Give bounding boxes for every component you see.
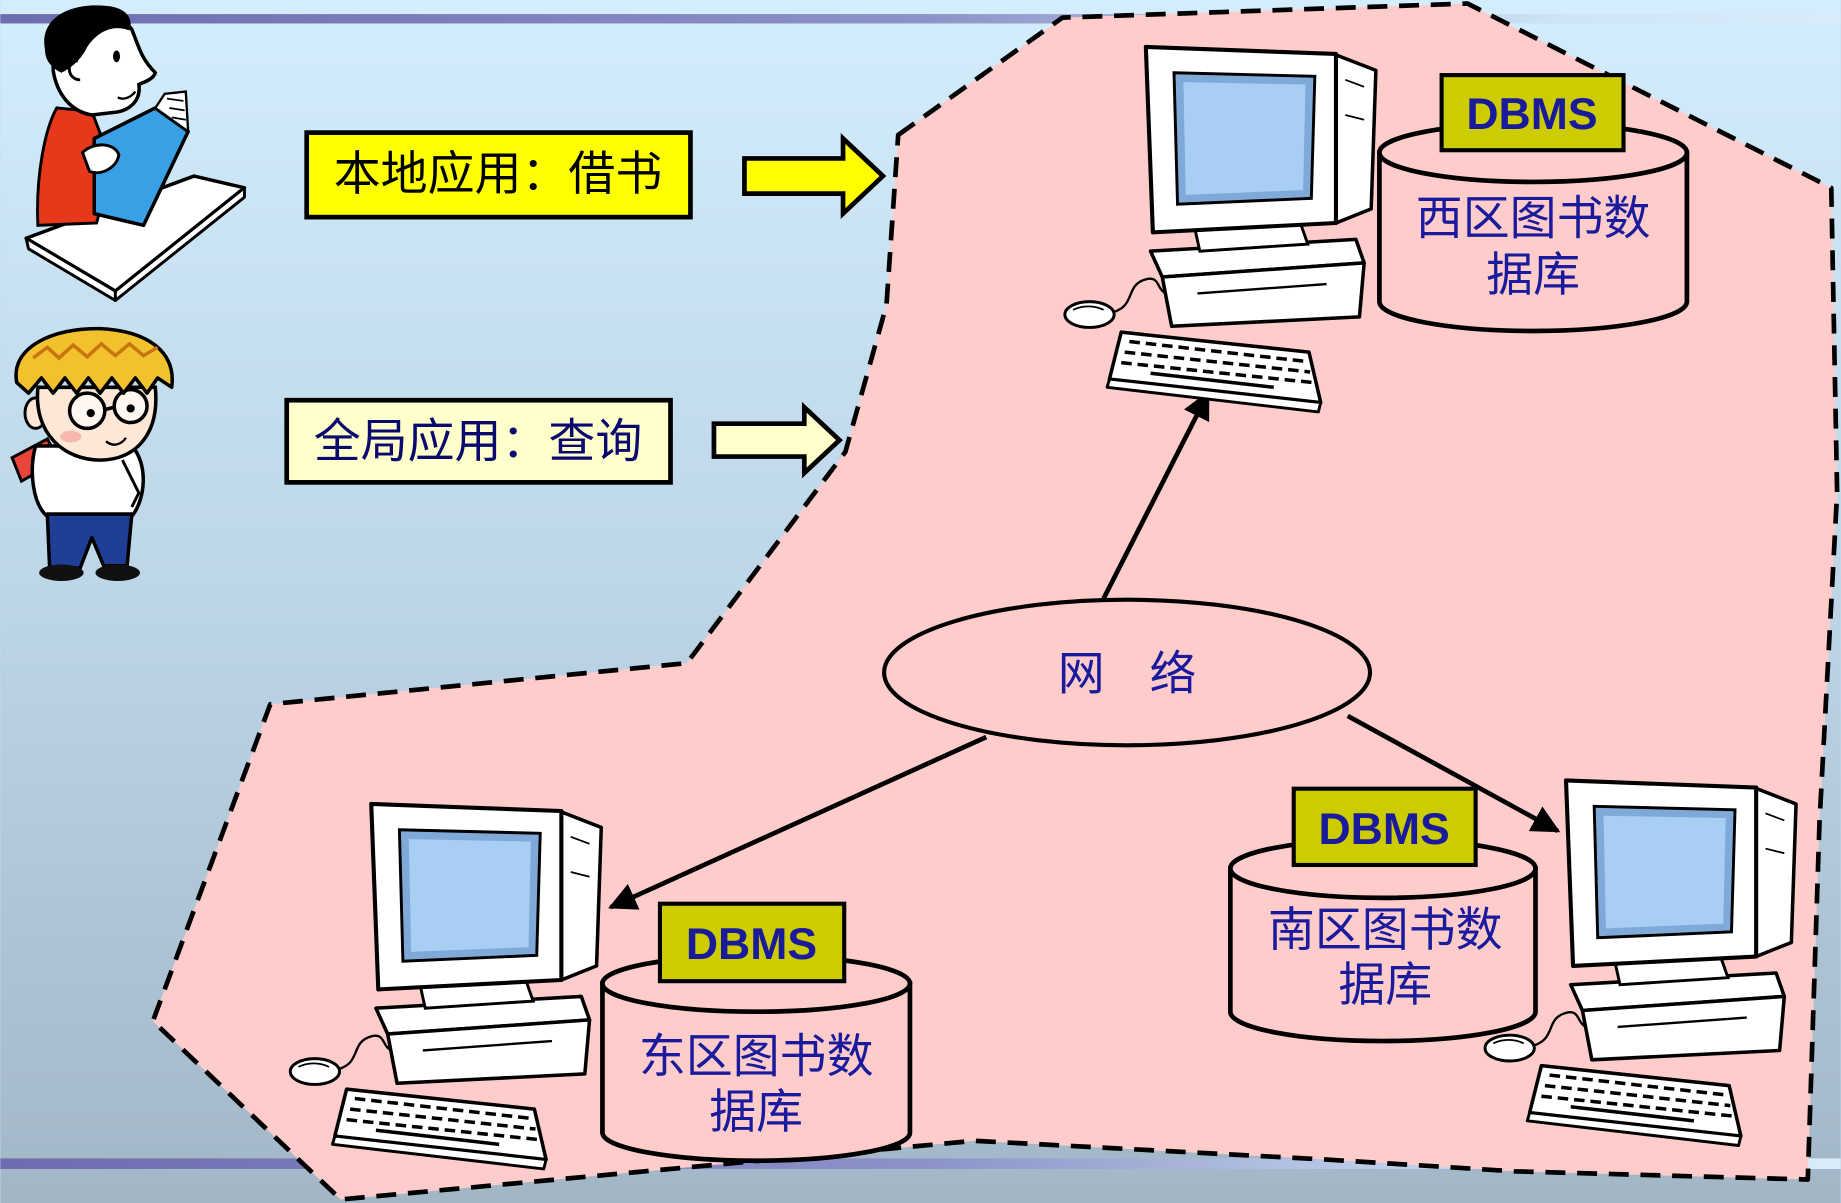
db-cylinder-body [1377, 150, 1690, 334]
db-cylinder-body [600, 981, 913, 1164]
site-east: 东区图书数 据库 DBMS [290, 804, 913, 1169]
dbms-badge: DBMS [1439, 73, 1626, 153]
global-application-box [284, 397, 673, 485]
top-rule [0, 14, 1841, 24]
db-name-line-2: 据库 [709, 1085, 803, 1140]
dbms-badge: DBMS [657, 901, 847, 984]
link-network-to-south-site [1346, 713, 1561, 834]
link-network-to-west-site [1101, 390, 1211, 600]
local-application-box [304, 130, 693, 220]
site-south: 南区图书数 据库 DBMS [1227, 780, 1796, 1145]
db-name-line-1: 西区图书数 [1416, 192, 1651, 247]
network-ellipse [882, 597, 1373, 748]
db-name-line-1: 东区图书数 [639, 1030, 874, 1085]
network-label: 网 络 [1058, 647, 1197, 702]
local-application-text: 本地应用：借书 [334, 147, 663, 202]
block-arrow-right-icon [711, 401, 843, 479]
reader-person-icon [24, 5, 247, 302]
db-name-line-2: 据库 [1338, 958, 1432, 1013]
db-name-line-2: 据库 [1486, 248, 1580, 303]
link-network-to-east-site [608, 734, 988, 910]
dbms-badge: DBMS [1291, 786, 1478, 868]
db-cylinder-body [1227, 866, 1538, 1044]
dbms-label: DBMS [686, 920, 817, 969]
local-application-label: 本地应用：借书 [304, 130, 693, 220]
dbms-label: DBMS [1466, 90, 1597, 139]
dbms-box [1439, 73, 1626, 153]
bottom-rule [0, 1158, 1841, 1169]
dbms-box [1291, 786, 1478, 868]
site-west: 西区图书数 据库 DBMS [1065, 47, 1690, 412]
boy-with-glasses-icon [10, 326, 174, 581]
db-name-line-1: 南区图书数 [1268, 903, 1503, 958]
network-node: 网 络 [882, 597, 1373, 748]
dbms-label: DBMS [1318, 805, 1449, 854]
block-arrow-right-icon [742, 133, 887, 220]
dbms-box [657, 901, 847, 984]
global-application-text: 全局应用：查询 [314, 415, 643, 470]
global-application-label: 全局应用：查询 [284, 397, 673, 485]
